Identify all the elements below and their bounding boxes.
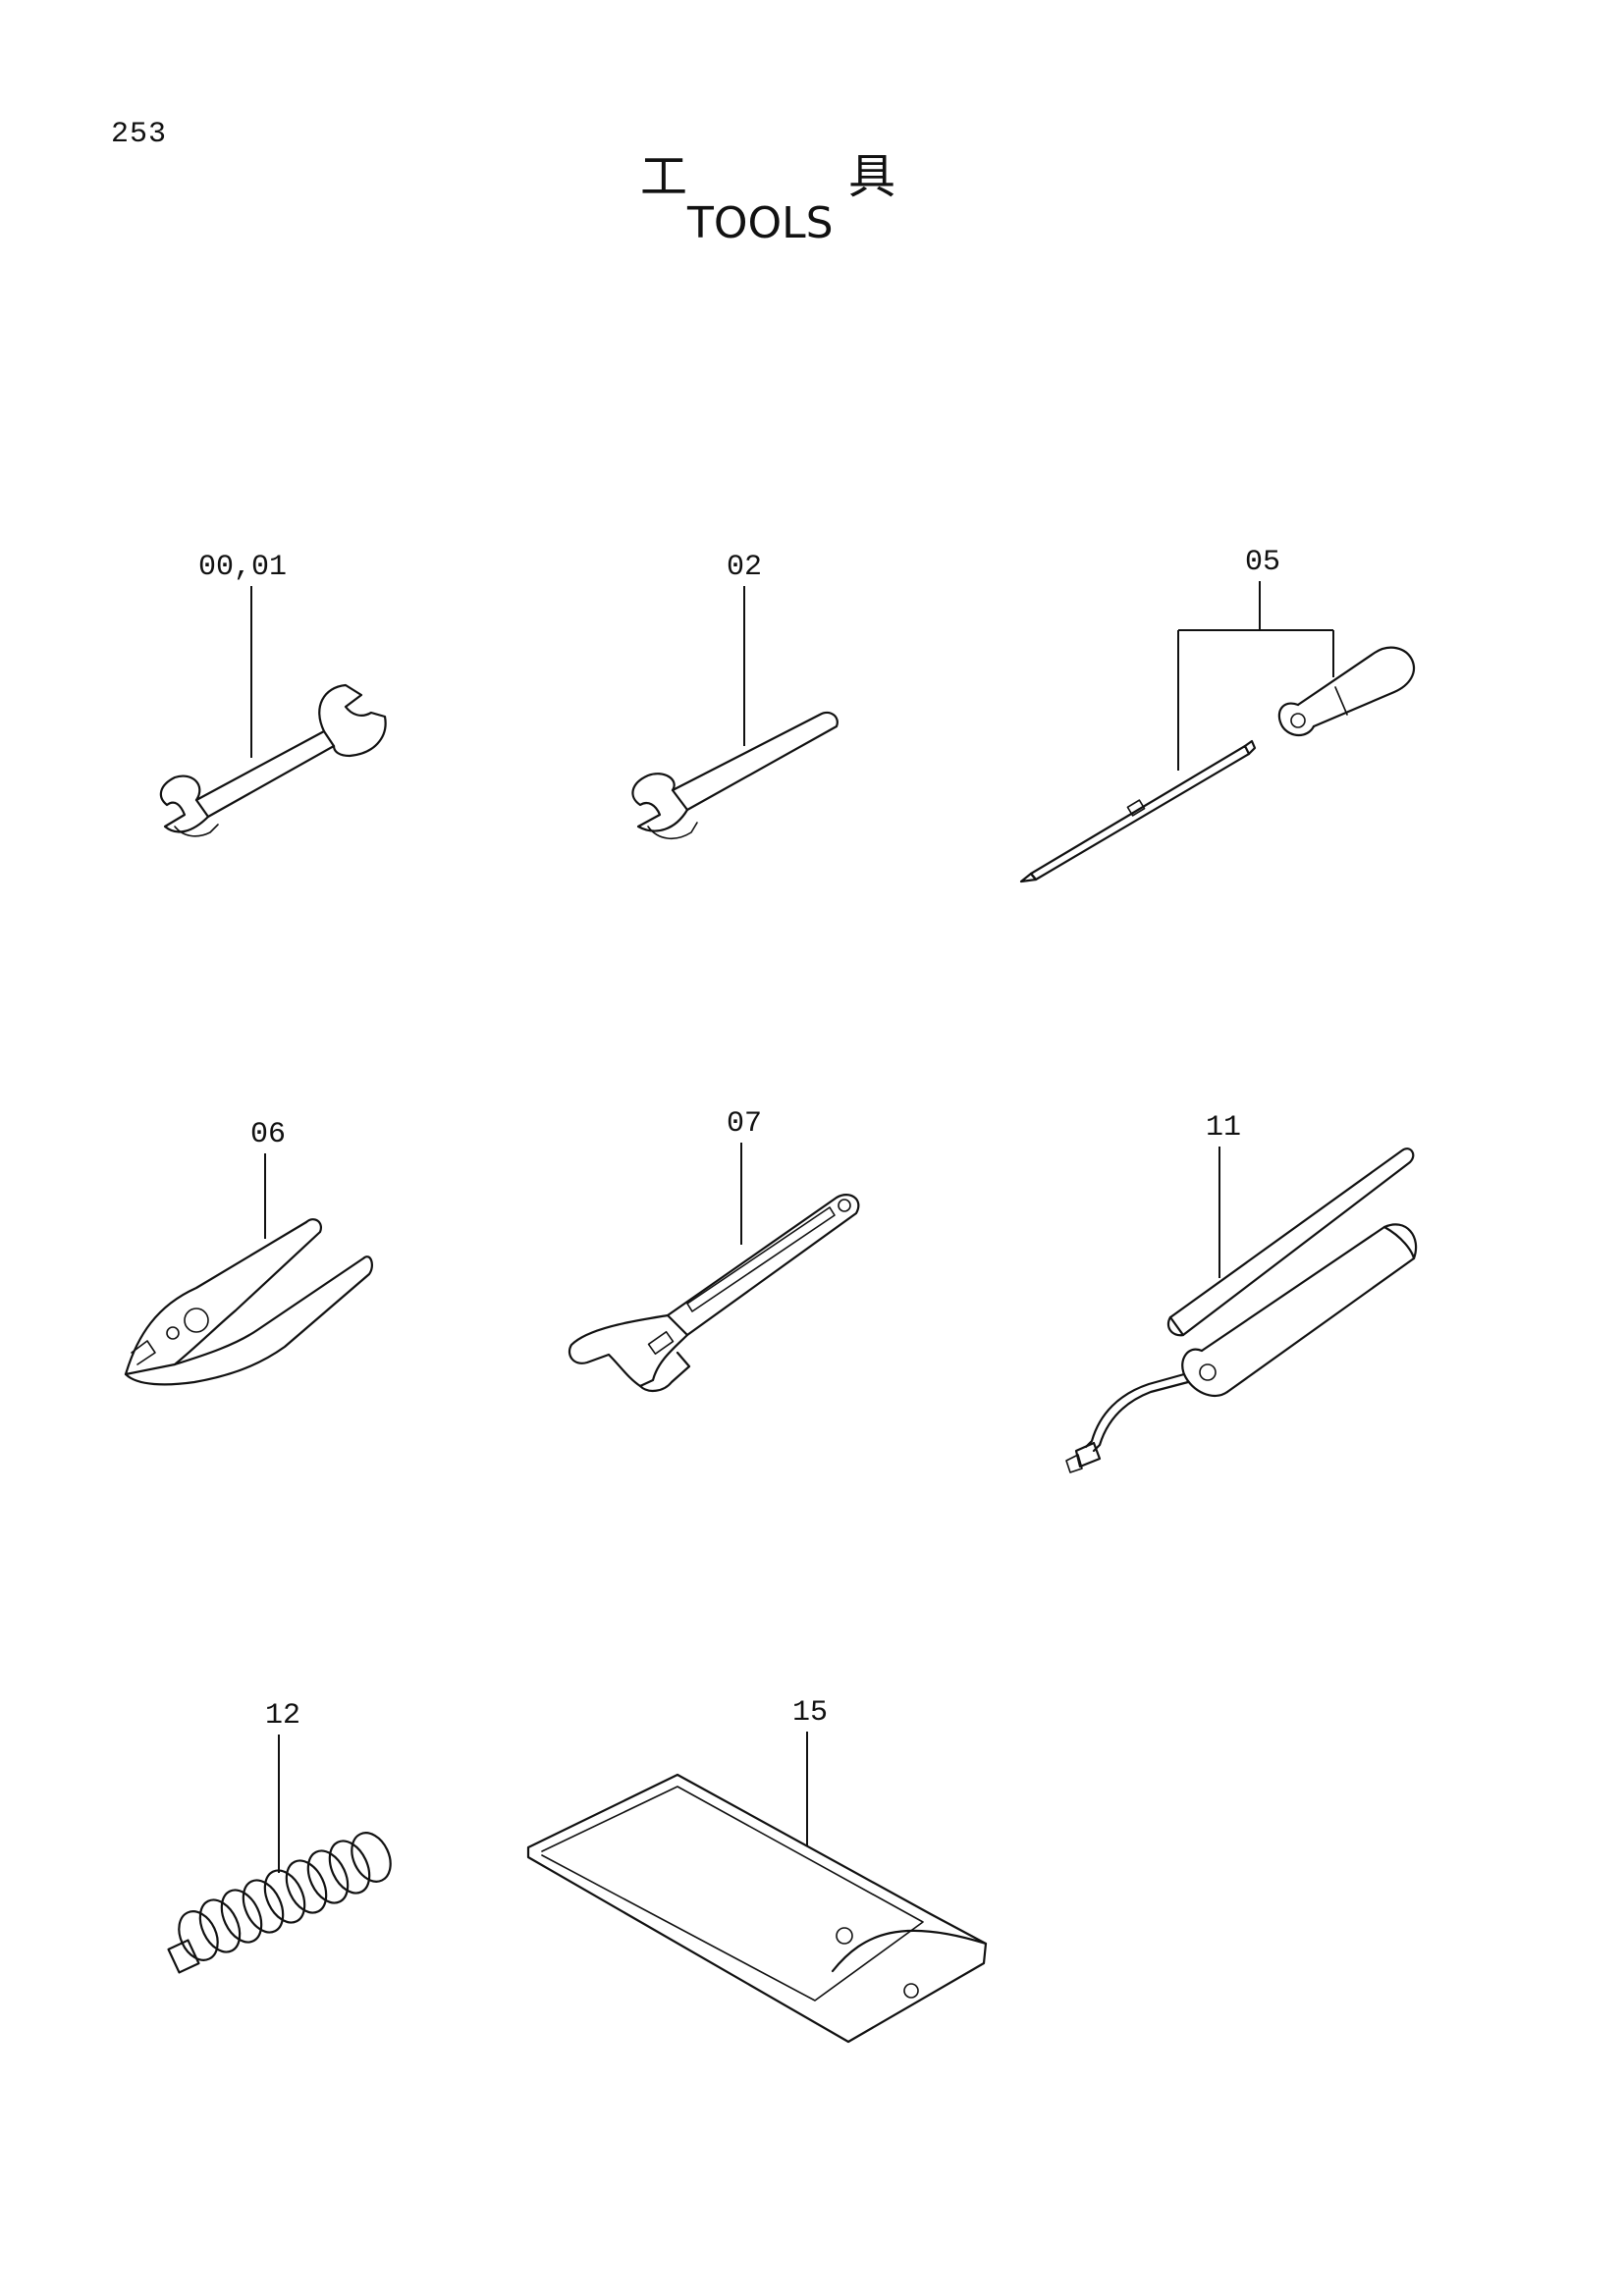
callout-label: 15 (792, 1696, 828, 1730)
callout-label: 02 (727, 551, 762, 584)
callout-11[interactable]: 11 (1206, 1111, 1241, 1278)
callout-02[interactable]: 02 (727, 551, 762, 746)
adjustable-wrench-drawing (568, 1194, 860, 1392)
coiled-hose-drawing (167, 1832, 392, 1974)
title-jp-char-2: 具 (847, 149, 895, 204)
single-open-end-wrench-drawing (631, 711, 839, 839)
callout-07[interactable]: 07 (727, 1107, 762, 1245)
callout-12[interactable]: 12 (265, 1699, 300, 1873)
callout-label: 11 (1206, 1111, 1241, 1145)
callout-00-01[interactable]: 00,01 (198, 551, 287, 758)
callout-05[interactable]: 05 (1177, 546, 1334, 771)
page-title-japanese: 工 具 (640, 137, 895, 206)
title-jp-char-1: 工 (640, 149, 688, 204)
callout-label: 00,01 (198, 551, 287, 584)
callout-label: 06 (250, 1118, 286, 1151)
pliers-drawing (124, 1218, 373, 1386)
callout-label: 12 (265, 1699, 300, 1733)
callout-06[interactable]: 06 (250, 1118, 286, 1239)
double-open-end-wrench-drawing (159, 683, 387, 837)
callout-label: 07 (727, 1107, 762, 1141)
screwdriver-set-drawing (1019, 646, 1416, 883)
callout-15[interactable]: 15 (792, 1696, 828, 1845)
page-title: TOOLS (687, 198, 834, 248)
callout-label: 05 (1245, 546, 1280, 579)
page-number: 253 (111, 118, 168, 151)
grease-gun-drawing (1065, 1148, 1418, 1473)
tool-bag-drawing (526, 1773, 988, 2044)
